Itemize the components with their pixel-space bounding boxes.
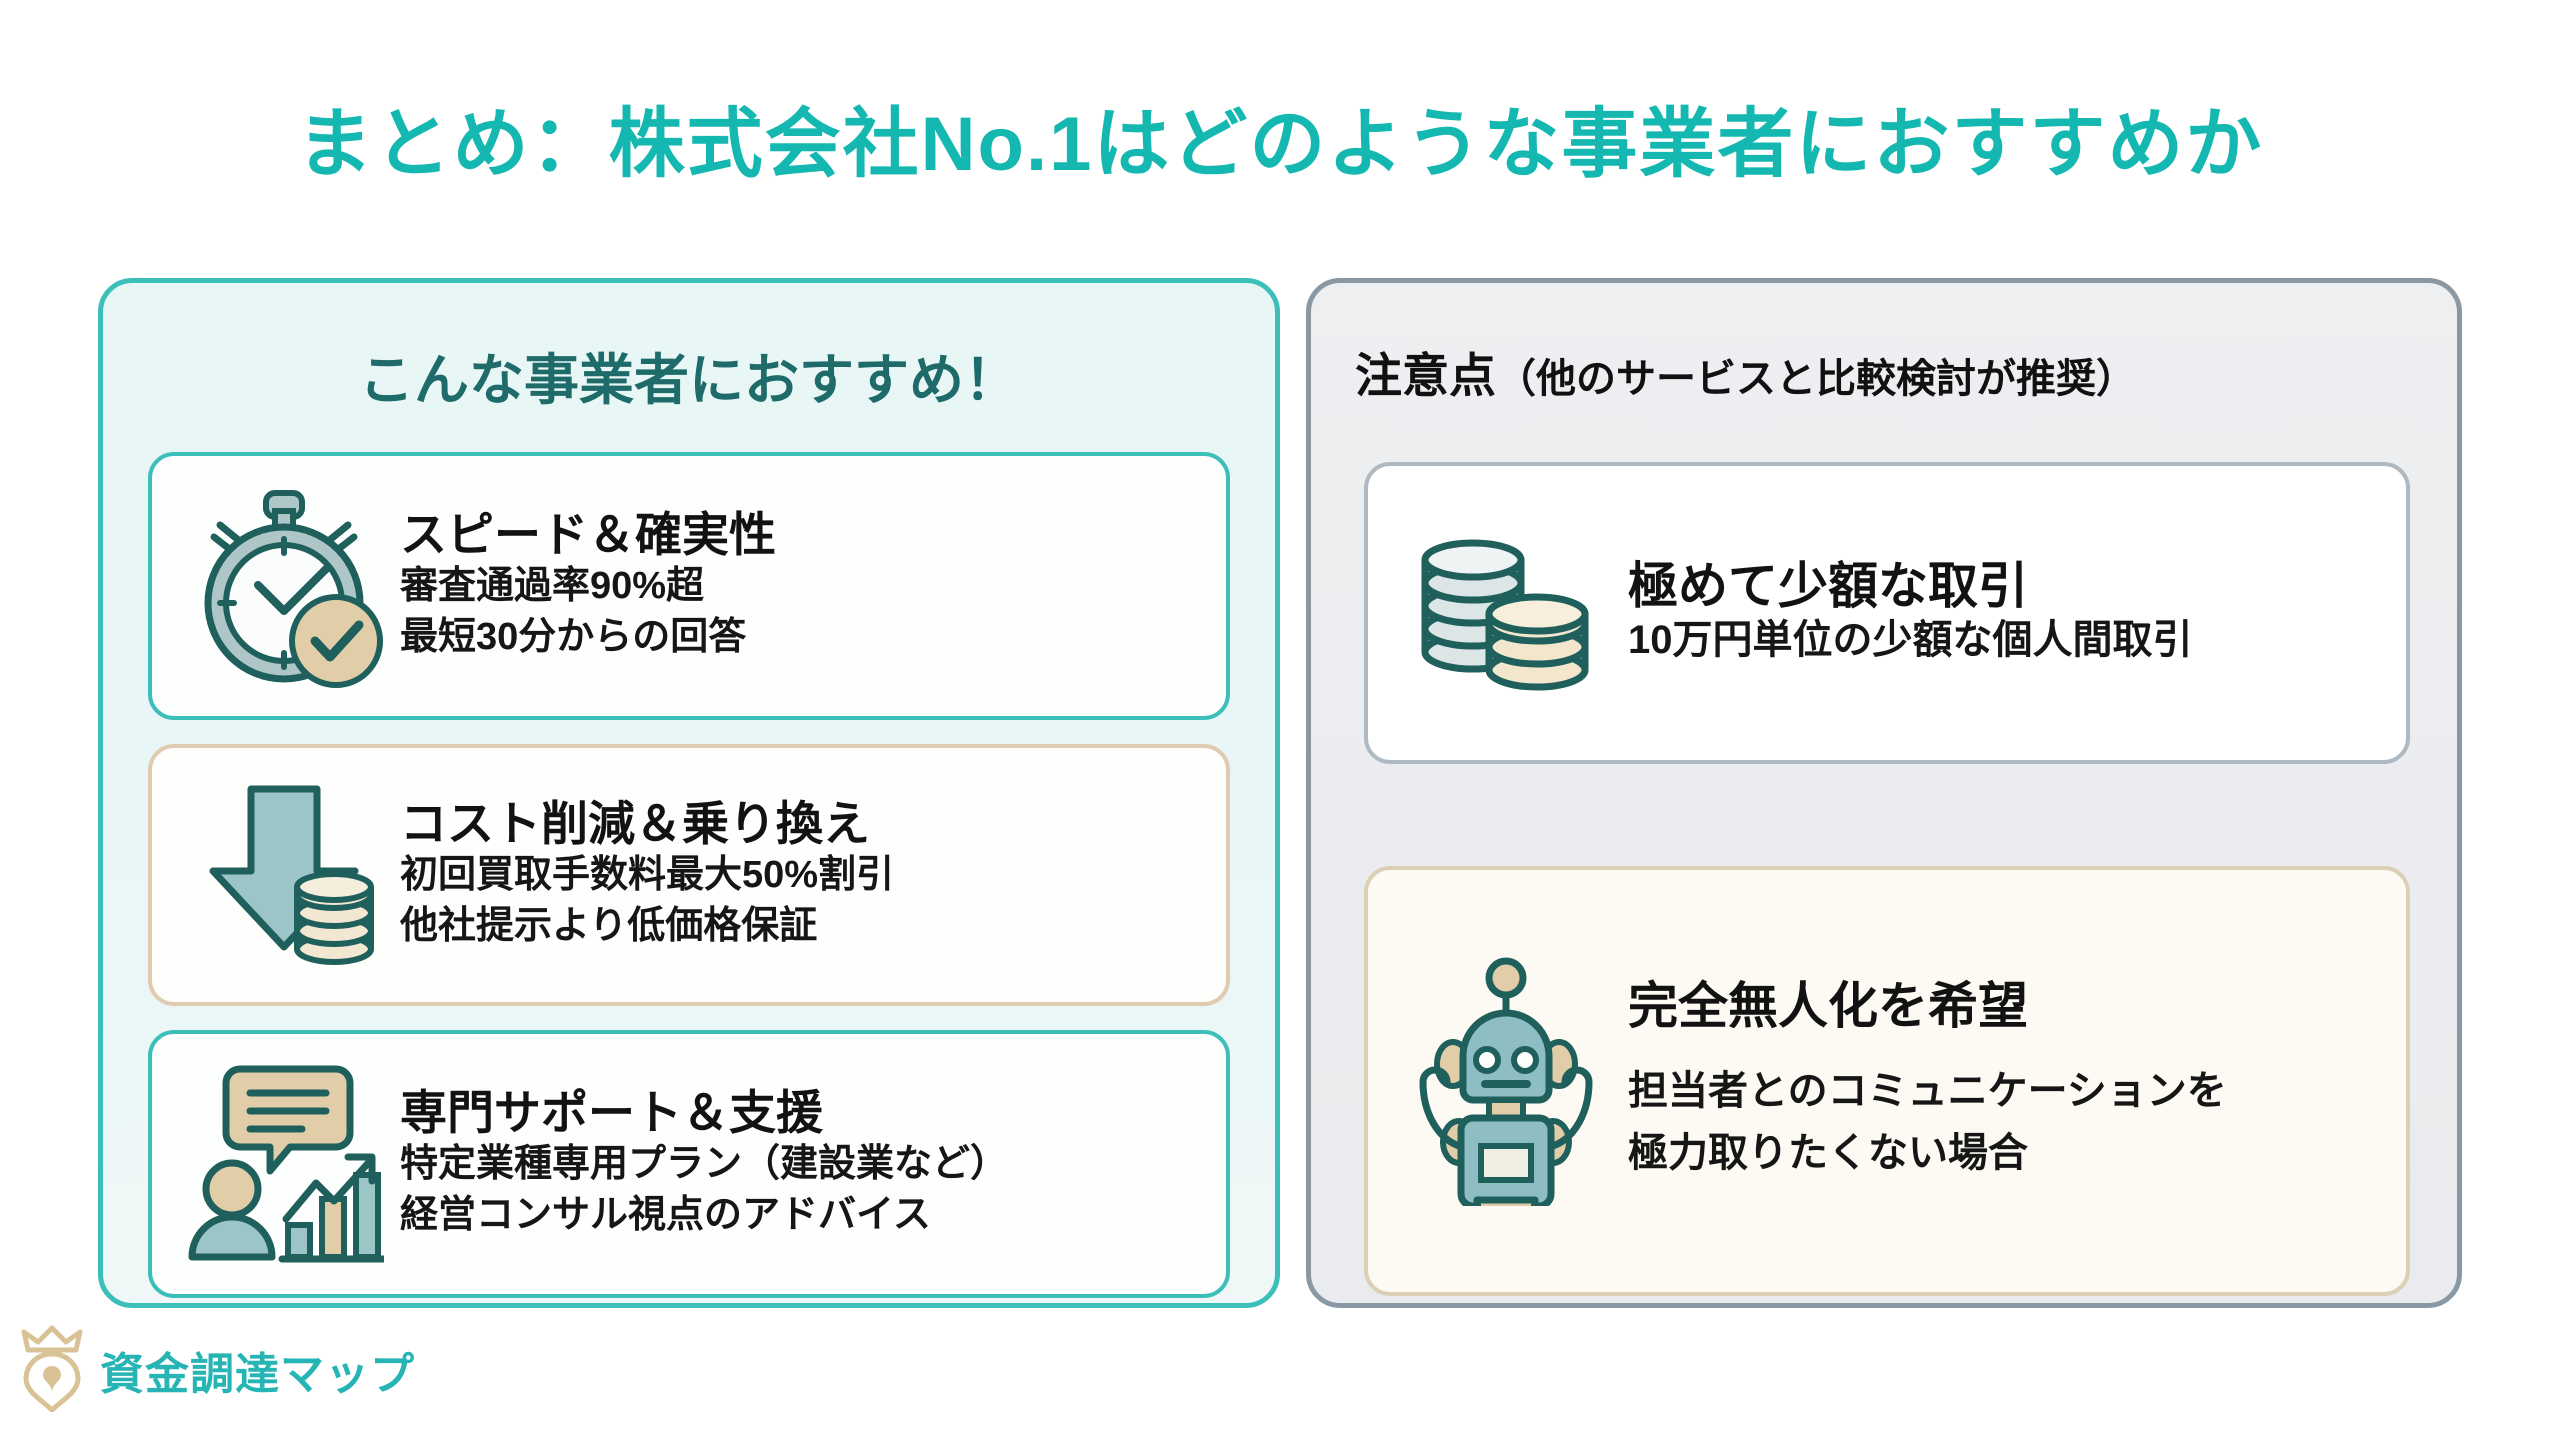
- card-title: コスト削減＆乗り換え: [400, 796, 870, 850]
- card-full-automation-text: 完全無人化を希望 担当者とのコミュニケーションを 極力取りたくない場合: [1628, 978, 2406, 1184]
- card-title: 極めて少額な取引: [1628, 558, 2028, 615]
- card-small-transactions: 極めて少額な取引 10万円単位の少額な個人間取引: [1364, 462, 2410, 764]
- card-small-transactions-text: 極めて少額な取引 10万円単位の少額な個人間取引: [1628, 558, 2406, 668]
- card-cost-reduction: コスト削減＆乗り換え 初回買取手数料最大50%割引 他社提示より低価格保証: [148, 744, 1230, 1006]
- page-title: まとめ：株式会社No.1はどのような事業者におすすめか: [296, 102, 2264, 187]
- person-chart-support-icon: [178, 1057, 390, 1272]
- card-expert-support: 専門サポート＆支援 特定業種専用プラン（建設業など） 経営コンサル視点のアドバイ…: [148, 1030, 1230, 1298]
- card-expert-support-text: 専門サポート＆支援 特定業種専用プラン（建設業など） 経営コンサル視点のアドバイ…: [400, 1085, 1226, 1241]
- card-title: 完全無人化を希望: [1628, 978, 2028, 1034]
- card-cost-reduction-text: コスト削減＆乗り換え 初回買取手数料最大50%割引 他社提示より低価格保証: [400, 796, 1226, 952]
- card-line: 最短30分からの回答: [400, 616, 747, 659]
- caution-heading-main: 注意点: [1355, 349, 1496, 402]
- caution-heading-sub: （他のサービスと比較検討が推奨）: [1496, 357, 2136, 401]
- card-line: 経営コンサル視点のアドバイス: [400, 1194, 931, 1237]
- brand-logo-text: 資金調達マップ: [100, 1349, 415, 1399]
- card-title: スピード＆確実性: [400, 507, 776, 561]
- card-line: 初回買取手数料最大50%割引: [400, 854, 895, 897]
- coin-stacks-icon: [1390, 528, 1622, 698]
- brand-logo: 資金調達マップ: [14, 1322, 415, 1417]
- card-full-automation: 完全無人化を希望 担当者とのコミュニケーションを 極力取りたくない場合: [1364, 866, 2410, 1296]
- card-line: 10万円単位の少額な個人間取引: [1628, 618, 2193, 663]
- card-line: 審査通過率90%超: [400, 565, 705, 608]
- caution-panel-heading: 注意点（他のサービスと比較検討が推奨）: [1355, 337, 2136, 406]
- card-line: 他社提示より低価格保証: [400, 905, 818, 948]
- card-title: 専門サポート＆支援: [400, 1085, 823, 1139]
- crown-map-pin-icon: [14, 1322, 90, 1417]
- card-line: 特定業種専用プラン（建設業など）: [400, 1143, 1009, 1186]
- card-speed-certainty: スピード＆確実性 審査通過率90%超 最短30分からの回答: [148, 452, 1230, 720]
- card-line: 担当者とのコミュニケーションを: [1628, 1069, 2227, 1113]
- card-speed-certainty-text: スピード＆確実性 審査通過率90%超 最短30分からの回答: [400, 507, 1226, 663]
- robot-icon: [1390, 956, 1622, 1206]
- down-arrow-coins-icon: [178, 775, 390, 975]
- card-line: 極力取りたくない場合: [1628, 1131, 2028, 1175]
- recommended-panel-heading: こんな事業者におすすめ！: [358, 349, 1019, 411]
- stopwatch-check-icon: [178, 481, 390, 691]
